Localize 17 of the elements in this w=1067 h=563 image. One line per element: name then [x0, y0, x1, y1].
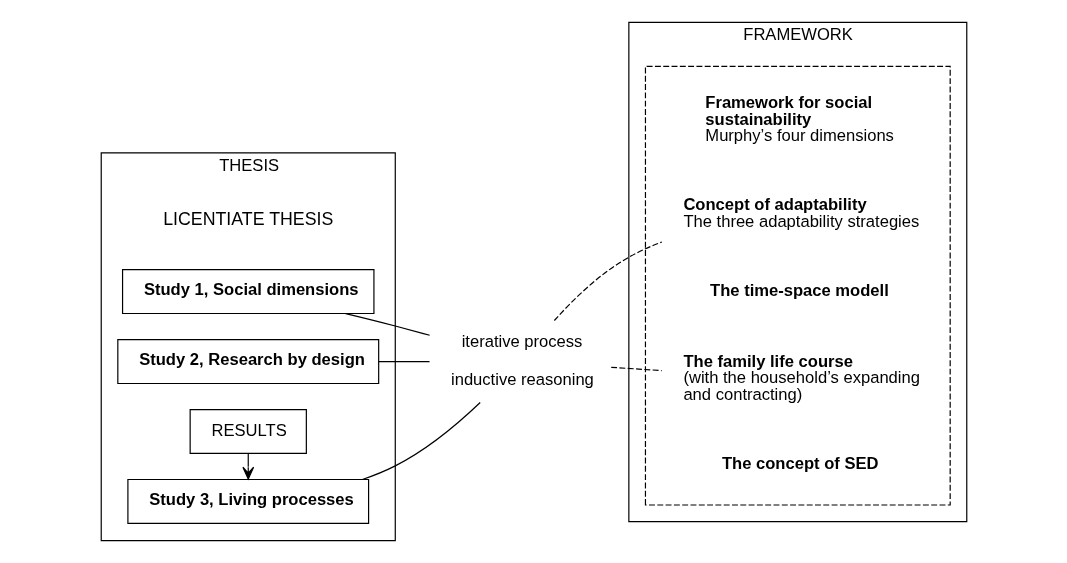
label: LICENTIATE THESIS: [162, 208, 333, 229]
connector: [344, 313, 430, 336]
connector: [610, 366, 662, 372]
connector: [361, 401, 481, 481]
node-text: Concept of adaptability The three adaptability strategies: [682, 195, 919, 231]
node-box: Study 3, Living processes: [126, 478, 369, 524]
cluster: [644, 65, 951, 506]
node-text: Framework for social sustainability Murphy’s four dimensions: [704, 93, 894, 146]
connector: [377, 360, 430, 363]
node-text: The time-space modell: [709, 280, 889, 300]
node-box: Study 1, Social dimensions: [121, 269, 375, 315]
connector: [553, 241, 662, 322]
node-text: iterative process inductive reasoning: [450, 332, 594, 389]
node-text: The concept of SED: [721, 454, 879, 474]
node-box: RESULTS: [189, 408, 307, 454]
node-text: The family life course (with the household’s expanding and contracting): [682, 351, 920, 404]
node-box: Study 2, Research by design: [116, 339, 379, 385]
